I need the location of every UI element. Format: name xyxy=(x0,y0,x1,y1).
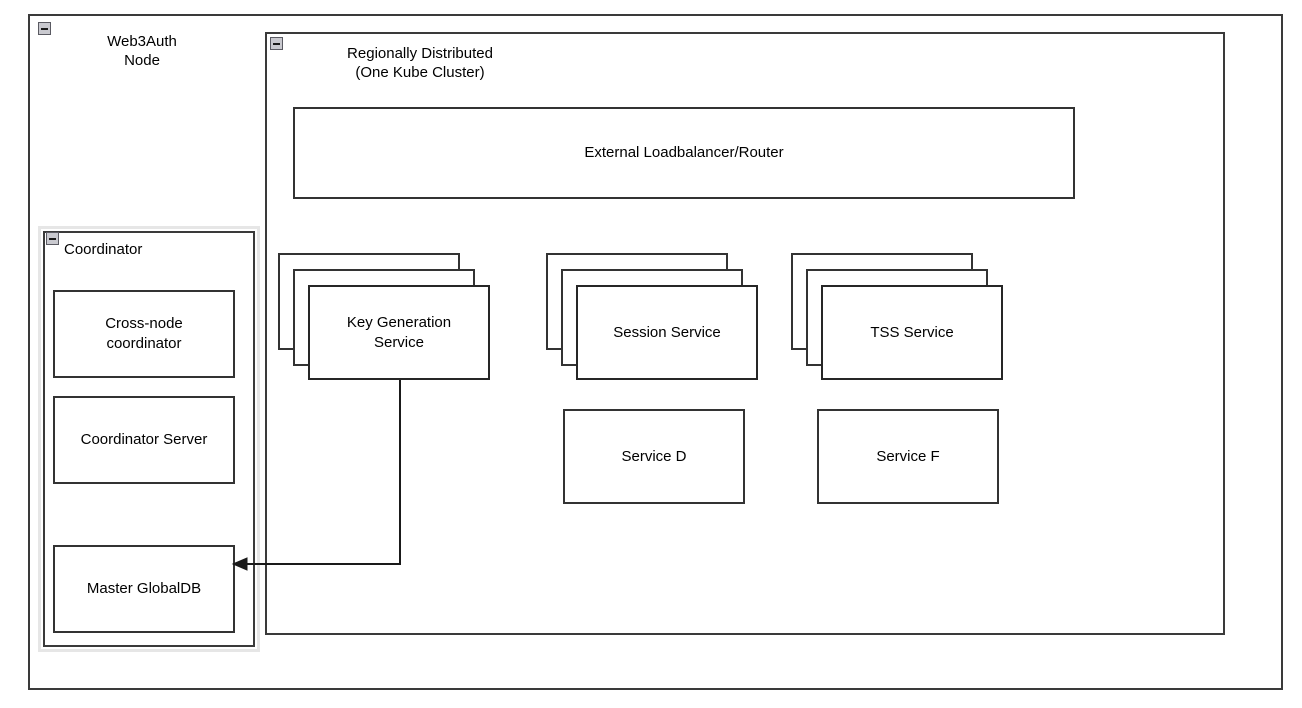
tss-service-box[interactable]: TSS Service xyxy=(821,285,1003,380)
session-service-label: Session Service xyxy=(613,323,721,341)
coordinator-label: Coordinator xyxy=(64,241,143,258)
coordinator-server-box[interactable]: Coordinator Server xyxy=(53,396,235,484)
master-globaldb-box[interactable]: Master GlobalDB xyxy=(53,545,235,633)
cross-node-coordinator-box[interactable]: Cross-node coordinator xyxy=(53,290,235,378)
external-loadbalancer-router-label: External Loadbalancer/Router xyxy=(584,144,784,161)
key-generation-service-box[interactable]: Key Generation Service xyxy=(308,285,490,380)
collapse-minus-icon-web3auth-node[interactable] xyxy=(38,22,51,35)
key-generation-service-label: Key Generation Service xyxy=(346,313,452,351)
web3auth-node-label: Web3Auth Node xyxy=(107,33,177,69)
service-d-label: Service D xyxy=(621,447,687,465)
coordinator-server-label: Coordinator Server xyxy=(80,431,208,448)
minus-bar xyxy=(273,42,280,45)
minus-bar xyxy=(41,27,48,30)
key-generation-service-stack[interactable]: Key Generation Service xyxy=(278,253,490,380)
tss-service-stack[interactable]: TSS Service xyxy=(791,253,1003,380)
tss-service-label: TSS Service xyxy=(870,323,954,341)
service-f-label: Service F xyxy=(876,447,940,465)
master-globaldb-label: Master GlobalDB xyxy=(86,580,202,597)
session-service-stack[interactable]: Session Service xyxy=(546,253,758,380)
collapse-minus-icon-coordinator[interactable] xyxy=(46,232,59,245)
collapse-minus-icon-regionally-distributed[interactable] xyxy=(270,37,283,50)
session-service-box[interactable]: Session Service xyxy=(576,285,758,380)
minus-bar xyxy=(49,237,56,240)
regionally-distributed-label: Regionally Distributed (One Kube Cluster… xyxy=(347,45,493,81)
service-f-box[interactable]: Service F xyxy=(817,409,999,504)
cross-node-coordinator-label: Cross-node coordinator xyxy=(105,315,183,352)
service-d-box[interactable]: Service D xyxy=(563,409,745,504)
external-loadbalancer-router-box[interactable]: External Loadbalancer/Router xyxy=(293,107,1075,199)
